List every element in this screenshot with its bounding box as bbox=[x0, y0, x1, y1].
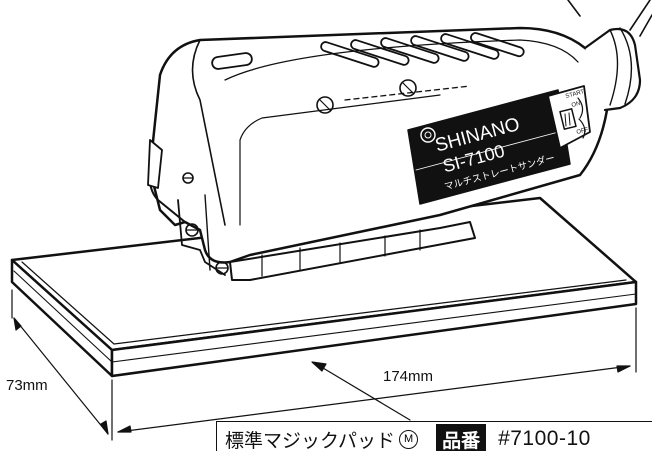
depth-dimension-label: 73mm bbox=[6, 377, 48, 394]
pad-label-box: 標準マジックパッド M 品番 #7100-10 bbox=[216, 421, 652, 451]
switch-text: START ON OFF bbox=[565, 89, 589, 136]
switch-on-label: ON bbox=[571, 101, 581, 109]
tool-body bbox=[147, 26, 609, 281]
plate-origin: JAPAN bbox=[538, 169, 558, 180]
pad-name: 標準マジックパッド bbox=[225, 430, 396, 451]
switch-start-label: START bbox=[565, 89, 585, 100]
part-number: #7100-10 bbox=[498, 427, 591, 450]
sanding-pad bbox=[10, 196, 638, 378]
part-number-tag: 品番 bbox=[436, 423, 487, 451]
pad-mark: M bbox=[399, 429, 419, 449]
dimension-lines bbox=[11, 289, 637, 441]
plate-serial-label: Ser. bbox=[440, 200, 452, 209]
name-plate bbox=[407, 89, 571, 205]
width-dimension-label: 174mm bbox=[383, 368, 434, 385]
switch-panel bbox=[547, 85, 591, 149]
switch-off-label: OFF bbox=[576, 127, 589, 136]
air-inlet-fitting bbox=[567, 0, 652, 112]
